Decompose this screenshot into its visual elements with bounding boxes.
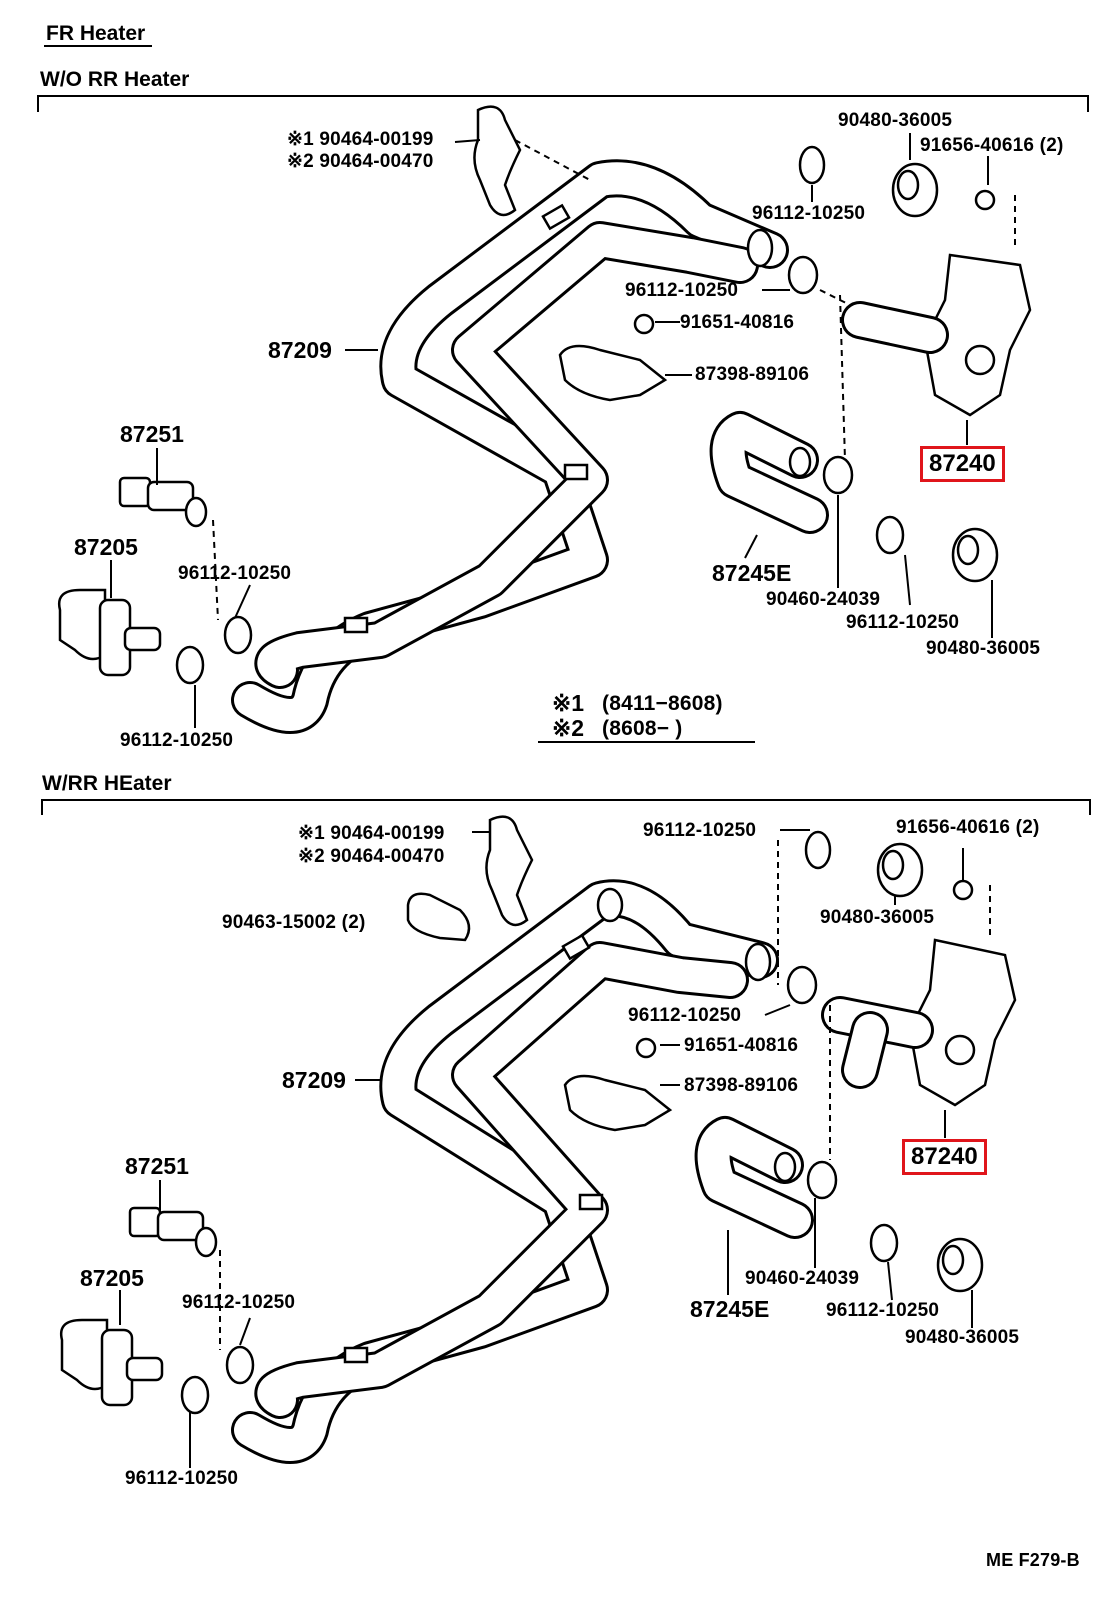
label-87205-bottom: 87205	[80, 1265, 144, 1291]
legend-mark-1: ※1	[552, 690, 585, 716]
label-96112-10250-b-bottom: 96112-10250	[628, 1005, 742, 1026]
bracket-87398-top	[558, 344, 668, 402]
label-90480-36005-b-bottom: 90480-36005	[905, 1327, 1020, 1348]
legend-range-2: (8608− )	[602, 717, 683, 740]
label-87240-bottom-highlighted: 87240	[902, 1139, 987, 1175]
hose-87245e-top	[709, 411, 829, 534]
tee-87205-bottom	[59, 1318, 164, 1407]
label-96112-10250-e-bottom: 96112-10250	[125, 1468, 239, 1489]
label-87398-89106-bottom: 87398-89106	[684, 1075, 799, 1096]
figure-code: ME F279-B	[986, 1550, 1080, 1570]
label-87240-top-highlighted: 87240	[920, 446, 1005, 482]
label-87209-bottom: 87209	[282, 1067, 346, 1093]
clip-90463-bottom	[406, 892, 471, 942]
nipple-87251-top	[118, 476, 208, 528]
label-gasket-2-bottom: ※2 90464-00470	[298, 846, 445, 867]
gasket-bottom	[485, 815, 534, 927]
label-96112-10250-e-top: 96112-10250	[120, 730, 234, 751]
clamps-top	[175, 145, 905, 685]
label-96112-10250-d-top: 96112-10250	[846, 612, 960, 633]
label-87245e-top: 87245E	[712, 560, 792, 586]
label-91656-40616-bottom: 91656-40616 (2)	[896, 817, 1040, 838]
label-91651-40816-bottom: 91651-40816	[684, 1035, 799, 1056]
label-gasket-1-bottom: ※1 90464-00199	[298, 823, 445, 844]
hose-87245e-bottom	[694, 1116, 814, 1239]
section-bracket-bottom	[41, 799, 1091, 815]
label-96112-10250-a-top: 96112-10250	[752, 203, 866, 224]
label-87205-top: 87205	[74, 534, 138, 560]
leader-lines-top	[110, 133, 993, 743]
hose-87209-top	[231, 159, 789, 734]
tee-87205-top	[57, 519, 219, 677]
leader-lines-bottom	[119, 829, 973, 1468]
label-96112-10250-a-bottom: 96112-10250	[643, 820, 757, 841]
section-bracket-top	[37, 95, 1089, 112]
label-91651-40816-top: 91651-40816	[680, 312, 795, 333]
bracket-87398-bottom	[563, 1074, 673, 1132]
gasket-top	[473, 105, 591, 217]
legend-mark-2: ※2	[552, 715, 585, 741]
grommets-top	[633, 162, 999, 583]
page-title: FR Heater	[46, 22, 146, 45]
label-90460-24039-top: 90460-24039	[766, 589, 881, 610]
label-90460-24039-bottom: 90460-24039	[745, 1268, 860, 1289]
label-96112-10250-c-top: 96112-10250	[178, 563, 292, 584]
nipple-87251-bottom	[128, 1206, 221, 1350]
water-valve-87240-top	[819, 195, 1032, 461]
clamps-bottom	[180, 830, 899, 1415]
label-90480-36005-a-top: 90480-36005	[838, 110, 953, 131]
grommets-bottom	[635, 842, 984, 1293]
label-87398-89106-top: 87398-89106	[695, 364, 810, 385]
section-title-bottom: W/RR HEater	[42, 772, 172, 795]
label-96112-10250-b-top: 96112-10250	[625, 280, 739, 301]
water-valve-87240-bottom	[777, 840, 1017, 1160]
label-87251-top: 87251	[120, 421, 184, 447]
label-96112-10250-d-bottom: 96112-10250	[826, 1300, 940, 1321]
label-96112-10250-c-bottom: 96112-10250	[182, 1292, 296, 1313]
label-90480-36005-b-top: 90480-36005	[926, 638, 1041, 659]
label-90463-15002-bottom: 90463-15002 (2)	[222, 912, 366, 933]
section-title-top: W/O RR Heater	[40, 68, 190, 91]
label-gasket-2-top: ※2 90464-00470	[287, 151, 434, 172]
label-90480-36005-a-bottom: 90480-36005	[820, 907, 935, 928]
label-87209-top: 87209	[268, 337, 332, 363]
label-gasket-1-top: ※1 90464-00199	[287, 129, 434, 150]
legend-range-1: (8411−8608)	[602, 692, 723, 715]
label-87245e-bottom: 87245E	[690, 1296, 770, 1322]
label-87251-bottom: 87251	[125, 1153, 189, 1179]
hose-87209-bottom	[231, 879, 779, 1464]
label-91656-40616-top: 91656-40616 (2)	[920, 135, 1064, 156]
